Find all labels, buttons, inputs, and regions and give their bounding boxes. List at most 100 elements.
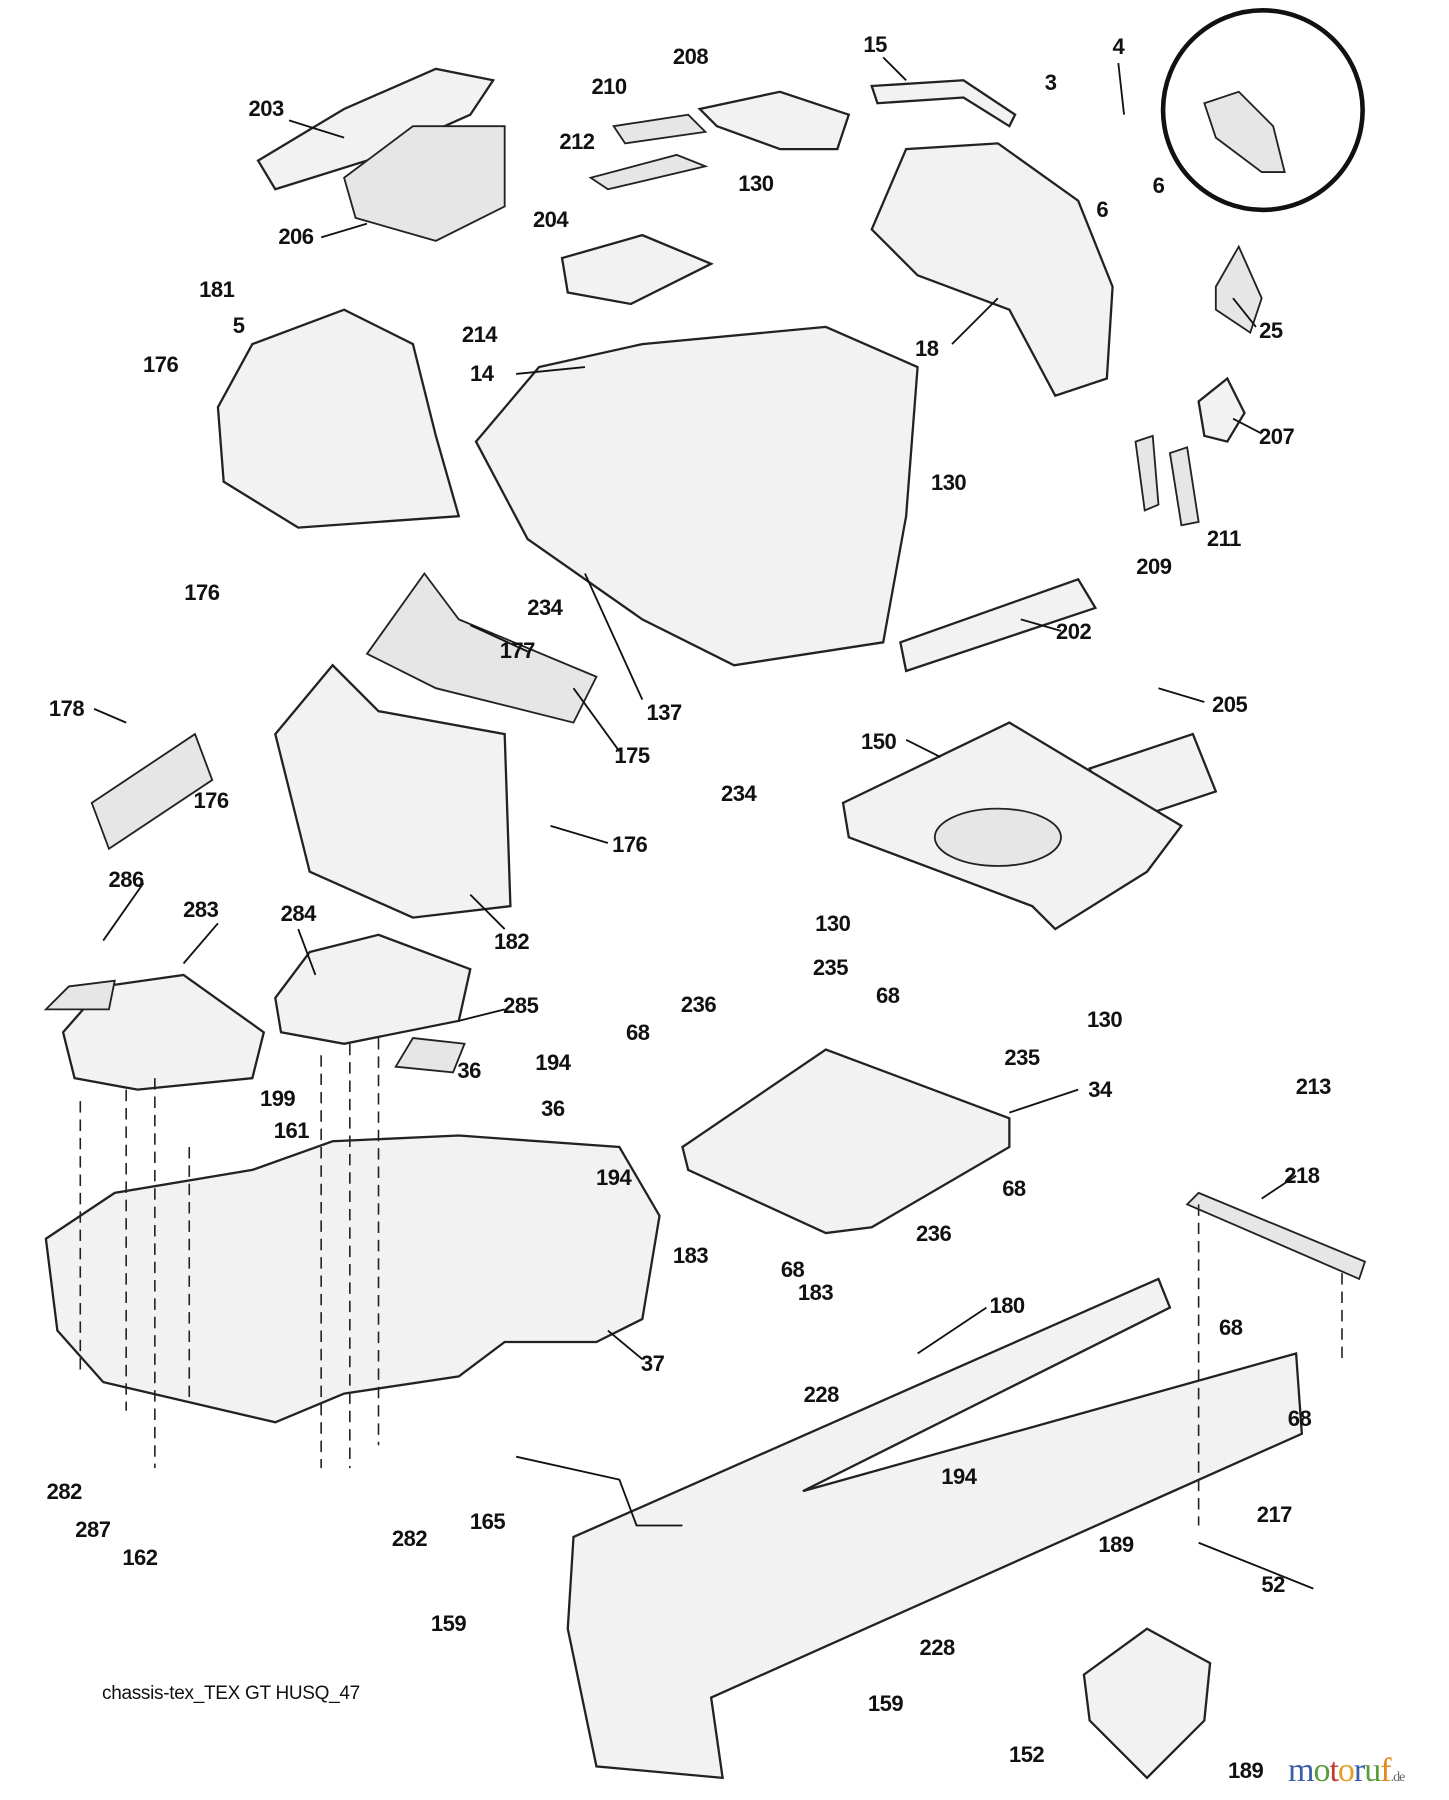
- part-number-label: 235: [812, 955, 849, 981]
- logo-letter: o: [1337, 1752, 1355, 1789]
- part-204-lid: [560, 233, 714, 306]
- part-number-label: 6: [1096, 196, 1109, 222]
- part-number-label: 194: [535, 1050, 571, 1076]
- part-number-label: 180: [989, 1293, 1025, 1319]
- part-number-label: 137: [646, 700, 683, 726]
- part-number-label: 36: [541, 1096, 565, 1122]
- part-number-label: 218: [1284, 1162, 1320, 1188]
- part-number-label: 217: [1256, 1502, 1293, 1528]
- part-number-label: 209: [1136, 553, 1172, 579]
- part-number-label: 130: [930, 469, 967, 495]
- part-number-label: 183: [672, 1242, 709, 1268]
- part-number-label: 68: [1218, 1315, 1243, 1341]
- part-number-label: 177: [499, 638, 536, 664]
- part-number-label: 68: [625, 1020, 650, 1046]
- part-number-label: 182: [493, 928, 530, 954]
- part-218-bar: [1185, 1191, 1367, 1281]
- part-14-hood: [474, 325, 919, 667]
- part-206-bracket: [343, 125, 506, 242]
- part-number-label: 235: [1004, 1044, 1040, 1070]
- part-number-label: 4: [1112, 34, 1125, 60]
- part-number-label: 3: [1044, 69, 1057, 95]
- part-number-label: 236: [916, 1221, 952, 1247]
- part-number-label: 202: [1055, 618, 1092, 644]
- part-number-label: 6: [1152, 172, 1165, 198]
- part-number-label: 15: [863, 31, 887, 57]
- logo-letter: t: [1329, 1752, 1339, 1789]
- part-284-fender-pod: [274, 933, 472, 1045]
- part-number-label: 176: [184, 579, 220, 605]
- part-285-trim: [394, 1037, 466, 1074]
- part-number-label: 162: [122, 1544, 158, 1570]
- part-number-label: 211: [1206, 526, 1242, 552]
- part-number-label: 68: [876, 982, 900, 1008]
- part-283-fender-pod: [61, 973, 266, 1091]
- part-number-label: 176: [193, 787, 229, 813]
- part-175-bracket: [365, 571, 598, 724]
- part-208-cover: [697, 90, 851, 151]
- inset-bezel: [1203, 90, 1286, 173]
- part-number-label: 161: [273, 1117, 310, 1143]
- part-number-label: 189: [1098, 1532, 1134, 1557]
- part-number-label: 205: [1211, 692, 1248, 718]
- part-number-label: 178: [48, 695, 85, 721]
- part-number-label: 207: [1259, 424, 1295, 449]
- part-217-rod: [1198, 1541, 1314, 1590]
- logo-letter: r: [1353, 1752, 1365, 1789]
- part-number-label: 37: [640, 1350, 665, 1376]
- part-number-label: 228: [803, 1381, 840, 1407]
- part-number-label: 176: [142, 351, 179, 377]
- part-number-label: 194: [941, 1464, 977, 1490]
- part-18-front-hood: [870, 142, 1114, 398]
- part-211-trim: [1168, 446, 1200, 527]
- part-number-label: 130: [815, 911, 851, 937]
- part-number-label: 287: [75, 1517, 111, 1543]
- part-178-grille: [90, 732, 214, 851]
- part-number-label: 68: [1287, 1405, 1312, 1431]
- logo-tld: .de: [1390, 1770, 1406, 1785]
- part-number-label: 176: [612, 832, 648, 858]
- part-number-label: 212: [559, 129, 595, 155]
- part-number-label: 236: [680, 991, 717, 1017]
- part-number-label: 130: [738, 170, 774, 196]
- part-number-label: 25: [1259, 318, 1283, 344]
- part-150-opening: [933, 807, 1062, 867]
- part-number-label: 165: [469, 1509, 506, 1535]
- leader-lines: [93, 56, 1297, 1360]
- part-number-label: 183: [797, 1279, 834, 1305]
- part-number-label: 213: [1295, 1074, 1332, 1100]
- part-number-label: 68: [780, 1256, 805, 1282]
- part-152-guard: [1082, 1627, 1212, 1780]
- part-number-label: 194: [596, 1164, 632, 1190]
- part-number-label: 234: [721, 780, 757, 806]
- part-212-grille: [588, 153, 709, 191]
- part-5-dashboard: [216, 308, 461, 529]
- part-number-label: 206: [278, 224, 314, 250]
- part-number-label: 159: [430, 1611, 467, 1637]
- part-286-cap: [43, 979, 116, 1011]
- logo-letter: m: [1288, 1752, 1314, 1789]
- part-number-label: 210: [591, 74, 627, 100]
- inset-detail-circle: [1160, 8, 1365, 213]
- part-number-label: 130: [1086, 1006, 1123, 1032]
- part-209-trim: [1134, 434, 1160, 512]
- assembly-line: [79, 1038, 1343, 1526]
- part-number-label: 159: [867, 1691, 904, 1717]
- part-number-label: 18: [915, 335, 939, 361]
- part-202-grille: [899, 577, 1098, 673]
- part-182-dash-lower: [274, 663, 512, 919]
- part-165-rod: [515, 1455, 683, 1527]
- part-number-label: 208: [672, 44, 709, 70]
- part-number-label: 285: [503, 992, 539, 1018]
- logo-letter: u: [1364, 1752, 1381, 1789]
- part-number-label: 286: [108, 866, 145, 892]
- part-number-label: 152: [1008, 1741, 1045, 1767]
- part-number-label: 189: [1228, 1757, 1264, 1783]
- part-number-label: 175: [614, 742, 650, 768]
- part-25-trim: [1214, 244, 1263, 335]
- logo-letter: f: [1380, 1752, 1391, 1789]
- part-203-grille: [256, 67, 496, 191]
- part-number-label: 283: [183, 896, 219, 922]
- part-number-label: 52: [1261, 1572, 1285, 1598]
